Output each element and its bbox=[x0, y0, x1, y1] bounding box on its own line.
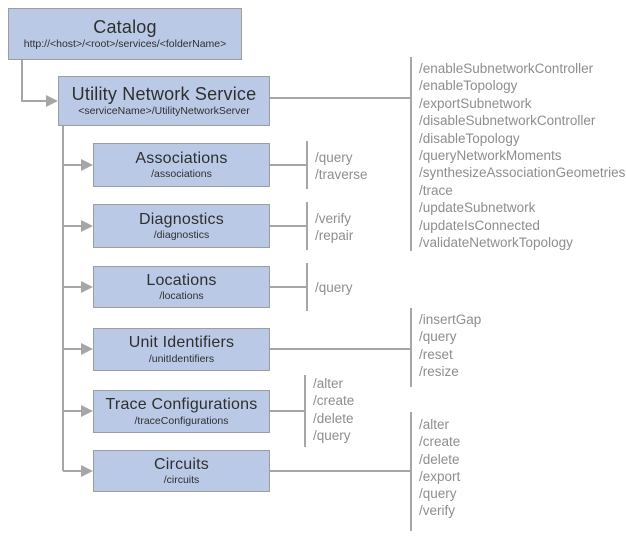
node-trace-configurations: Trace Configurations /traceConfiguration… bbox=[93, 390, 270, 433]
diagnostics-title: Diagnostics bbox=[139, 210, 224, 228]
trace-configurations-operations-list: /alter /create /delete /query bbox=[313, 376, 355, 443]
node-unit-identifiers: Unit Identifiers /unitIdentifiers bbox=[93, 328, 270, 371]
arrowhead-locations bbox=[81, 281, 93, 293]
arrowhead-trace-configurations bbox=[81, 405, 93, 417]
service-operations-list: /enableSubnetworkController /enableTopol… bbox=[419, 61, 626, 251]
associations-operations-list: /query /traverse bbox=[315, 150, 368, 183]
node-diagnostics: Diagnostics /diagnostics bbox=[93, 204, 270, 248]
unit-identifiers-operations-list: /insertGap /query /reset /resize bbox=[419, 312, 482, 379]
arrowhead-unit-identifiers bbox=[81, 343, 93, 355]
locations-path: /locations bbox=[159, 290, 204, 303]
associations-path: /associations bbox=[151, 168, 212, 181]
locations-title: Locations bbox=[146, 271, 217, 289]
circuits-operations-list: /alter /create /delete /export /query /v… bbox=[419, 417, 461, 519]
arrowhead-circuits bbox=[81, 465, 93, 477]
catalog-title: Catalog bbox=[93, 16, 157, 37]
node-circuits: Circuits /circuits bbox=[93, 450, 270, 492]
arrowhead-diagnostics bbox=[81, 220, 93, 232]
arrowhead-associations bbox=[81, 159, 93, 171]
connector-catalog-to-service bbox=[21, 60, 46, 102]
associations-title: Associations bbox=[135, 149, 228, 167]
locations-operations-list: /query bbox=[315, 280, 353, 295]
node-locations: Locations /locations bbox=[93, 266, 270, 308]
node-catalog: Catalog http://<host>/<root>/services/<f… bbox=[8, 8, 242, 60]
catalog-url: http://<host>/<root>/services/<folderNam… bbox=[23, 38, 227, 51]
circuits-path: /circuits bbox=[163, 474, 200, 487]
service-title: Utility Network Service bbox=[71, 83, 257, 104]
service-path: <serviceName>/UtilityNetworkServer bbox=[78, 105, 250, 118]
diagnostics-operations-list: /verify /repair bbox=[315, 211, 354, 244]
node-utility-network-service: Utility Network Service <serviceName>/Ut… bbox=[58, 76, 270, 126]
node-associations: Associations /associations bbox=[93, 143, 270, 187]
unit-identifiers-title: Unit Identifiers bbox=[128, 334, 235, 352]
unit-identifiers-path: /unitIdentifiers bbox=[148, 352, 215, 365]
trace-configurations-path: /traceConfigurations bbox=[134, 414, 229, 427]
circuits-title: Circuits bbox=[154, 455, 209, 473]
arrowhead-service bbox=[46, 95, 58, 107]
trace-configurations-title: Trace Configurations bbox=[105, 396, 258, 414]
diagnostics-path: /diagnostics bbox=[153, 229, 210, 242]
